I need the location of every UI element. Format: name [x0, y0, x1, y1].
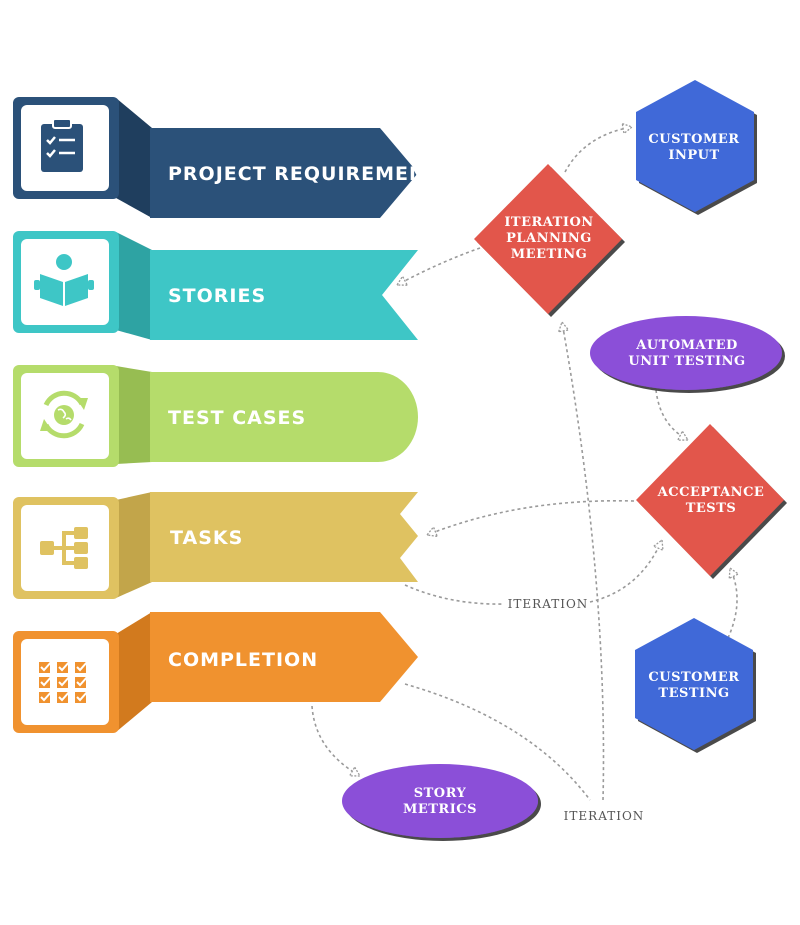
- connector-tasks-iteration-right: [589, 540, 662, 603]
- connector-acceptance-to-tasks: [427, 499, 635, 535]
- edge-label-completion-iteration: ITERATION: [564, 809, 645, 823]
- band-fold: [116, 232, 152, 340]
- node-label-line-2: PLANNING: [506, 231, 592, 246]
- band-arrow: [150, 250, 418, 340]
- checkbox-cell: [39, 662, 50, 673]
- checkbox-cell: [75, 662, 86, 673]
- checkmark: [40, 690, 53, 702]
- hierarchy-icon: [40, 527, 88, 569]
- checkmark: [58, 675, 71, 687]
- connectors: [311, 127, 737, 801]
- diamond-shape: [474, 164, 622, 314]
- node-label-line-2: TESTING: [658, 686, 729, 701]
- node-label-line-1: CUSTOMER: [648, 670, 739, 685]
- node-label-line-1: AUTOMATED: [635, 338, 738, 353]
- clipboard-checklist-icon: [41, 118, 83, 172]
- checkbox-cell: [39, 677, 50, 688]
- band-stories[interactable]: STORIES: [13, 231, 418, 340]
- node-label-line-2: UNIT TESTING: [628, 354, 745, 369]
- band-arrow: [150, 372, 418, 462]
- checkmark: [58, 660, 71, 672]
- node-acceptance-tests[interactable]: ACCEPTANCE TESTS: [636, 424, 784, 576]
- band-arrow: [150, 492, 418, 582]
- band-tasks[interactable]: TASKS: [13, 492, 418, 599]
- reading-person-icon: [34, 254, 94, 306]
- band-fold: [116, 492, 152, 598]
- band-arrow: [150, 612, 418, 702]
- hexagon-shape: [635, 618, 753, 750]
- diamond-shape: [636, 424, 784, 576]
- checkbox-cell: [75, 692, 86, 703]
- connector-planning-to-stories: [397, 247, 481, 285]
- node-label-line-1: CUSTOMER: [648, 132, 739, 147]
- hexagon-shape: [636, 80, 754, 212]
- checkbox-cell: [75, 677, 86, 688]
- node-label-line-1: ITERATION: [504, 215, 593, 230]
- node-label-line-1: ACCEPTANCE: [657, 485, 765, 500]
- connector-completion-iteration: [404, 683, 591, 801]
- band-label: TASKS: [170, 527, 243, 549]
- node-label-line-2: METRICS: [403, 802, 477, 817]
- band-label: STORIES: [168, 285, 266, 307]
- band-fold: [116, 98, 152, 218]
- node-label-line-2: INPUT: [668, 148, 719, 163]
- checkbox-cell: [57, 662, 68, 673]
- checkmark: [40, 660, 53, 672]
- checkbox-cell: [57, 677, 68, 688]
- checkmark: [40, 675, 53, 687]
- node-automated-unit-testing[interactable]: AUTOMATED UNIT TESTING: [590, 316, 782, 390]
- node-label-line-1: STORY: [414, 786, 467, 801]
- band-test-cases[interactable]: TEST CASES: [13, 365, 418, 467]
- band-completion[interactable]: COMPLETION: [13, 612, 418, 733]
- band-label: COMPLETION: [168, 649, 318, 671]
- edge-label-tasks-iteration: ITERATION: [508, 597, 589, 611]
- connector-automated-to-acceptance: [655, 389, 688, 440]
- globe-refresh-icon: [40, 390, 88, 439]
- band-label: TEST CASES: [168, 407, 306, 429]
- checkmark: [58, 690, 71, 702]
- band-arrow: [150, 128, 418, 218]
- band-label: PROJECT REQUIREMENTS: [168, 163, 455, 185]
- checkmark: [76, 675, 89, 687]
- node-label-line-2: TESTS: [686, 501, 737, 516]
- checkmark: [76, 660, 89, 672]
- band-fold: [116, 612, 152, 732]
- connector-iteration-to-planning: [562, 322, 605, 801]
- node-label-line-3: MEETING: [511, 247, 587, 262]
- connector-customer-testing-to-acceptance: [727, 568, 737, 639]
- connector-completion-to-metrics: [311, 705, 360, 777]
- checkmark: [76, 690, 89, 702]
- checkbox-grid-icon: [39, 660, 89, 703]
- connector-planning-to-customer-input: [564, 127, 632, 173]
- checkbox-cell: [39, 692, 50, 703]
- ellipse-shape: [590, 316, 782, 390]
- ellipse-shape: [342, 764, 538, 838]
- node-story-metrics[interactable]: STORY METRICS: [342, 764, 538, 838]
- node-iteration-planning-meeting[interactable]: ITERATION PLANNING MEETING: [474, 164, 622, 314]
- band-fold: [116, 366, 152, 464]
- node-customer-testing[interactable]: CUSTOMER TESTING: [635, 618, 753, 750]
- connector-tasks-iteration-left: [404, 584, 504, 605]
- band-project-requirements[interactable]: PROJECT REQUIREMENTS: [13, 97, 455, 218]
- checkbox-cell: [57, 692, 68, 703]
- node-customer-input[interactable]: CUSTOMER INPUT: [636, 80, 754, 212]
